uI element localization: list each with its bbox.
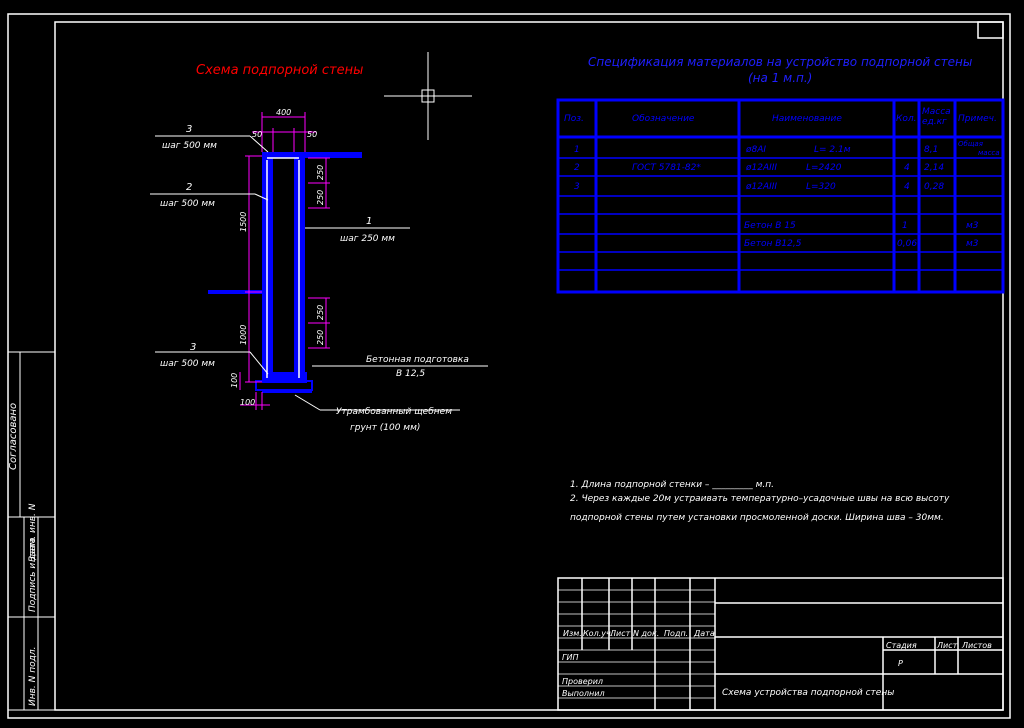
- spec-row-1-pos: 1: [574, 145, 580, 155]
- tb-list: Лист: [609, 629, 631, 638]
- spec-concrete-2-qty: 0,06: [897, 239, 917, 249]
- callout-2-number: 2: [186, 182, 192, 193]
- side-stamp: [8, 351, 55, 711]
- spec-row-1-note-2: масса: [978, 149, 1000, 157]
- spec-header-note: Примеч.: [958, 114, 997, 124]
- callout-2-text: шаг 500 мм: [160, 199, 215, 209]
- spec-header-qty: Кол.: [896, 114, 917, 124]
- spec-row-1-mass: 8,1: [924, 145, 938, 155]
- spec-table-text: Поз. Обозначение Наименование Кол. Масса…: [564, 107, 1000, 249]
- spec-header-mass-1: Масса: [922, 107, 951, 117]
- dim-spacing-4: 250: [316, 330, 325, 345]
- spec-header-mass-2: ед.кг: [922, 117, 947, 127]
- callout-1-number: 3: [186, 124, 192, 135]
- title-block-thin-rows: [558, 589, 715, 699]
- spec-row-3-qty: 4: [904, 182, 910, 192]
- callout-6-line1: Утрамбованный щебнем: [336, 407, 452, 417]
- spec-header-pos: Поз.: [564, 114, 584, 124]
- callout-3-number: 1: [366, 216, 372, 227]
- callout-4-text: шаг 500 мм: [160, 359, 215, 369]
- dim-spacing-3: 250: [316, 305, 325, 320]
- dim-spacing-1: 250: [316, 165, 325, 180]
- tb-gip: ГИП: [562, 653, 578, 662]
- tb-stadiya: Стадия: [886, 641, 917, 650]
- tb-podp: Подп.: [664, 629, 688, 638]
- callout-4-number: 3: [190, 342, 196, 353]
- dim-left-offset: 50: [252, 130, 262, 139]
- spec-row-2-len: L=2420: [806, 163, 842, 173]
- note-2: 2. Через каждые 20м устраивать температу…: [570, 494, 950, 504]
- callout-6-line2: грунт (100 мм): [350, 423, 420, 433]
- callout-5-line1: Бетонная подготовка: [366, 355, 469, 365]
- spec-subtitle: (на 1 м.п.): [748, 71, 812, 85]
- spec-row-2-pos: 2: [574, 163, 580, 173]
- callout-5-line2: В 12,5: [396, 369, 425, 379]
- tb-ndok: N док.: [633, 629, 659, 638]
- diagram-title: Схема подпорной стены: [196, 63, 363, 78]
- spec-row-1-len: L= 2.1м: [814, 145, 851, 155]
- callout-1-text: шаг 500 мм: [162, 141, 217, 151]
- dim-height-lower: 1000: [239, 325, 248, 345]
- spec-concrete-1-name: Бетон В 15: [744, 221, 796, 231]
- spec-row-2-name: ø12АIII: [745, 163, 777, 173]
- note-1: 1. Длина подпорной стенки – _________ м.…: [570, 480, 774, 490]
- retaining-wall: [208, 152, 362, 393]
- dim-right-offset: 50: [307, 130, 317, 139]
- dim-base-offset: 100: [240, 398, 255, 407]
- tb-stage-value: Р: [898, 659, 903, 668]
- spec-table-grid: [556, 98, 1005, 294]
- spec-row-3-mass: 0,28: [924, 182, 944, 192]
- spec-concrete-1-qty: 1: [902, 221, 908, 231]
- spec-row-3-name: ø12АIII: [745, 182, 777, 192]
- spec-row-2-mass: 2,14: [924, 163, 944, 173]
- tb-data: Дата: [693, 629, 715, 638]
- spec-row-2-qty: 4: [904, 163, 910, 173]
- crosshair-cursor: [384, 52, 472, 140]
- spec-header-name: Наименование: [772, 114, 842, 124]
- tb-list2: Лист: [936, 641, 958, 650]
- spec-concrete-1-note: м3: [966, 221, 979, 231]
- stamp-sign-date: Подпись и дата: [28, 537, 38, 612]
- stamp-vzam: Взам. инв. N: [28, 503, 38, 562]
- title-block-grid: [557, 577, 1004, 711]
- tb-kol-uch: Кол.уч.: [583, 629, 613, 638]
- spec-title: Спецификация материалов на устройство по…: [588, 55, 972, 69]
- sheet-frame: [7, 13, 1011, 719]
- dim-spacing-2: 250: [316, 190, 325, 205]
- spec-concrete-2-name: Бетон В12,5: [744, 239, 802, 249]
- spec-concrete-2-note: м3: [966, 239, 979, 249]
- spec-gost: ГОСТ 5781-82*: [632, 163, 701, 173]
- spec-row-3-len: L=320: [806, 182, 836, 192]
- stamp-inv-podl: Инв. N подл.: [28, 647, 38, 706]
- spec-row-1-note-1: Общая: [958, 140, 983, 148]
- dim-top-width: 400: [276, 108, 291, 117]
- stamp-agreed: Согласовано: [8, 403, 19, 470]
- dim-height-upper: 1500: [239, 212, 248, 232]
- spec-row-1-name: ø8АI: [745, 145, 766, 155]
- callout-3-text: шаг 250 мм: [340, 234, 395, 244]
- title-block-text: Изм. Кол.уч. Лист N док. Подп. Дата ГИП …: [562, 629, 992, 698]
- tb-vypolnil: Выполнил: [562, 689, 605, 698]
- tb-izm: Изм.: [563, 629, 582, 638]
- tb-sheet-title: Схема устройства подпорной стены: [722, 688, 894, 698]
- tb-proveril: Проверил: [562, 677, 603, 686]
- spec-row-3-pos: 3: [574, 182, 580, 192]
- spec-header-designation: Обозначение: [632, 114, 695, 124]
- dim-base-thickness: 100: [230, 373, 239, 388]
- callout-leaders: [150, 135, 488, 411]
- tb-listov: Листов: [961, 641, 992, 650]
- note-3: подпорной стены путем установки просмоле…: [570, 513, 944, 523]
